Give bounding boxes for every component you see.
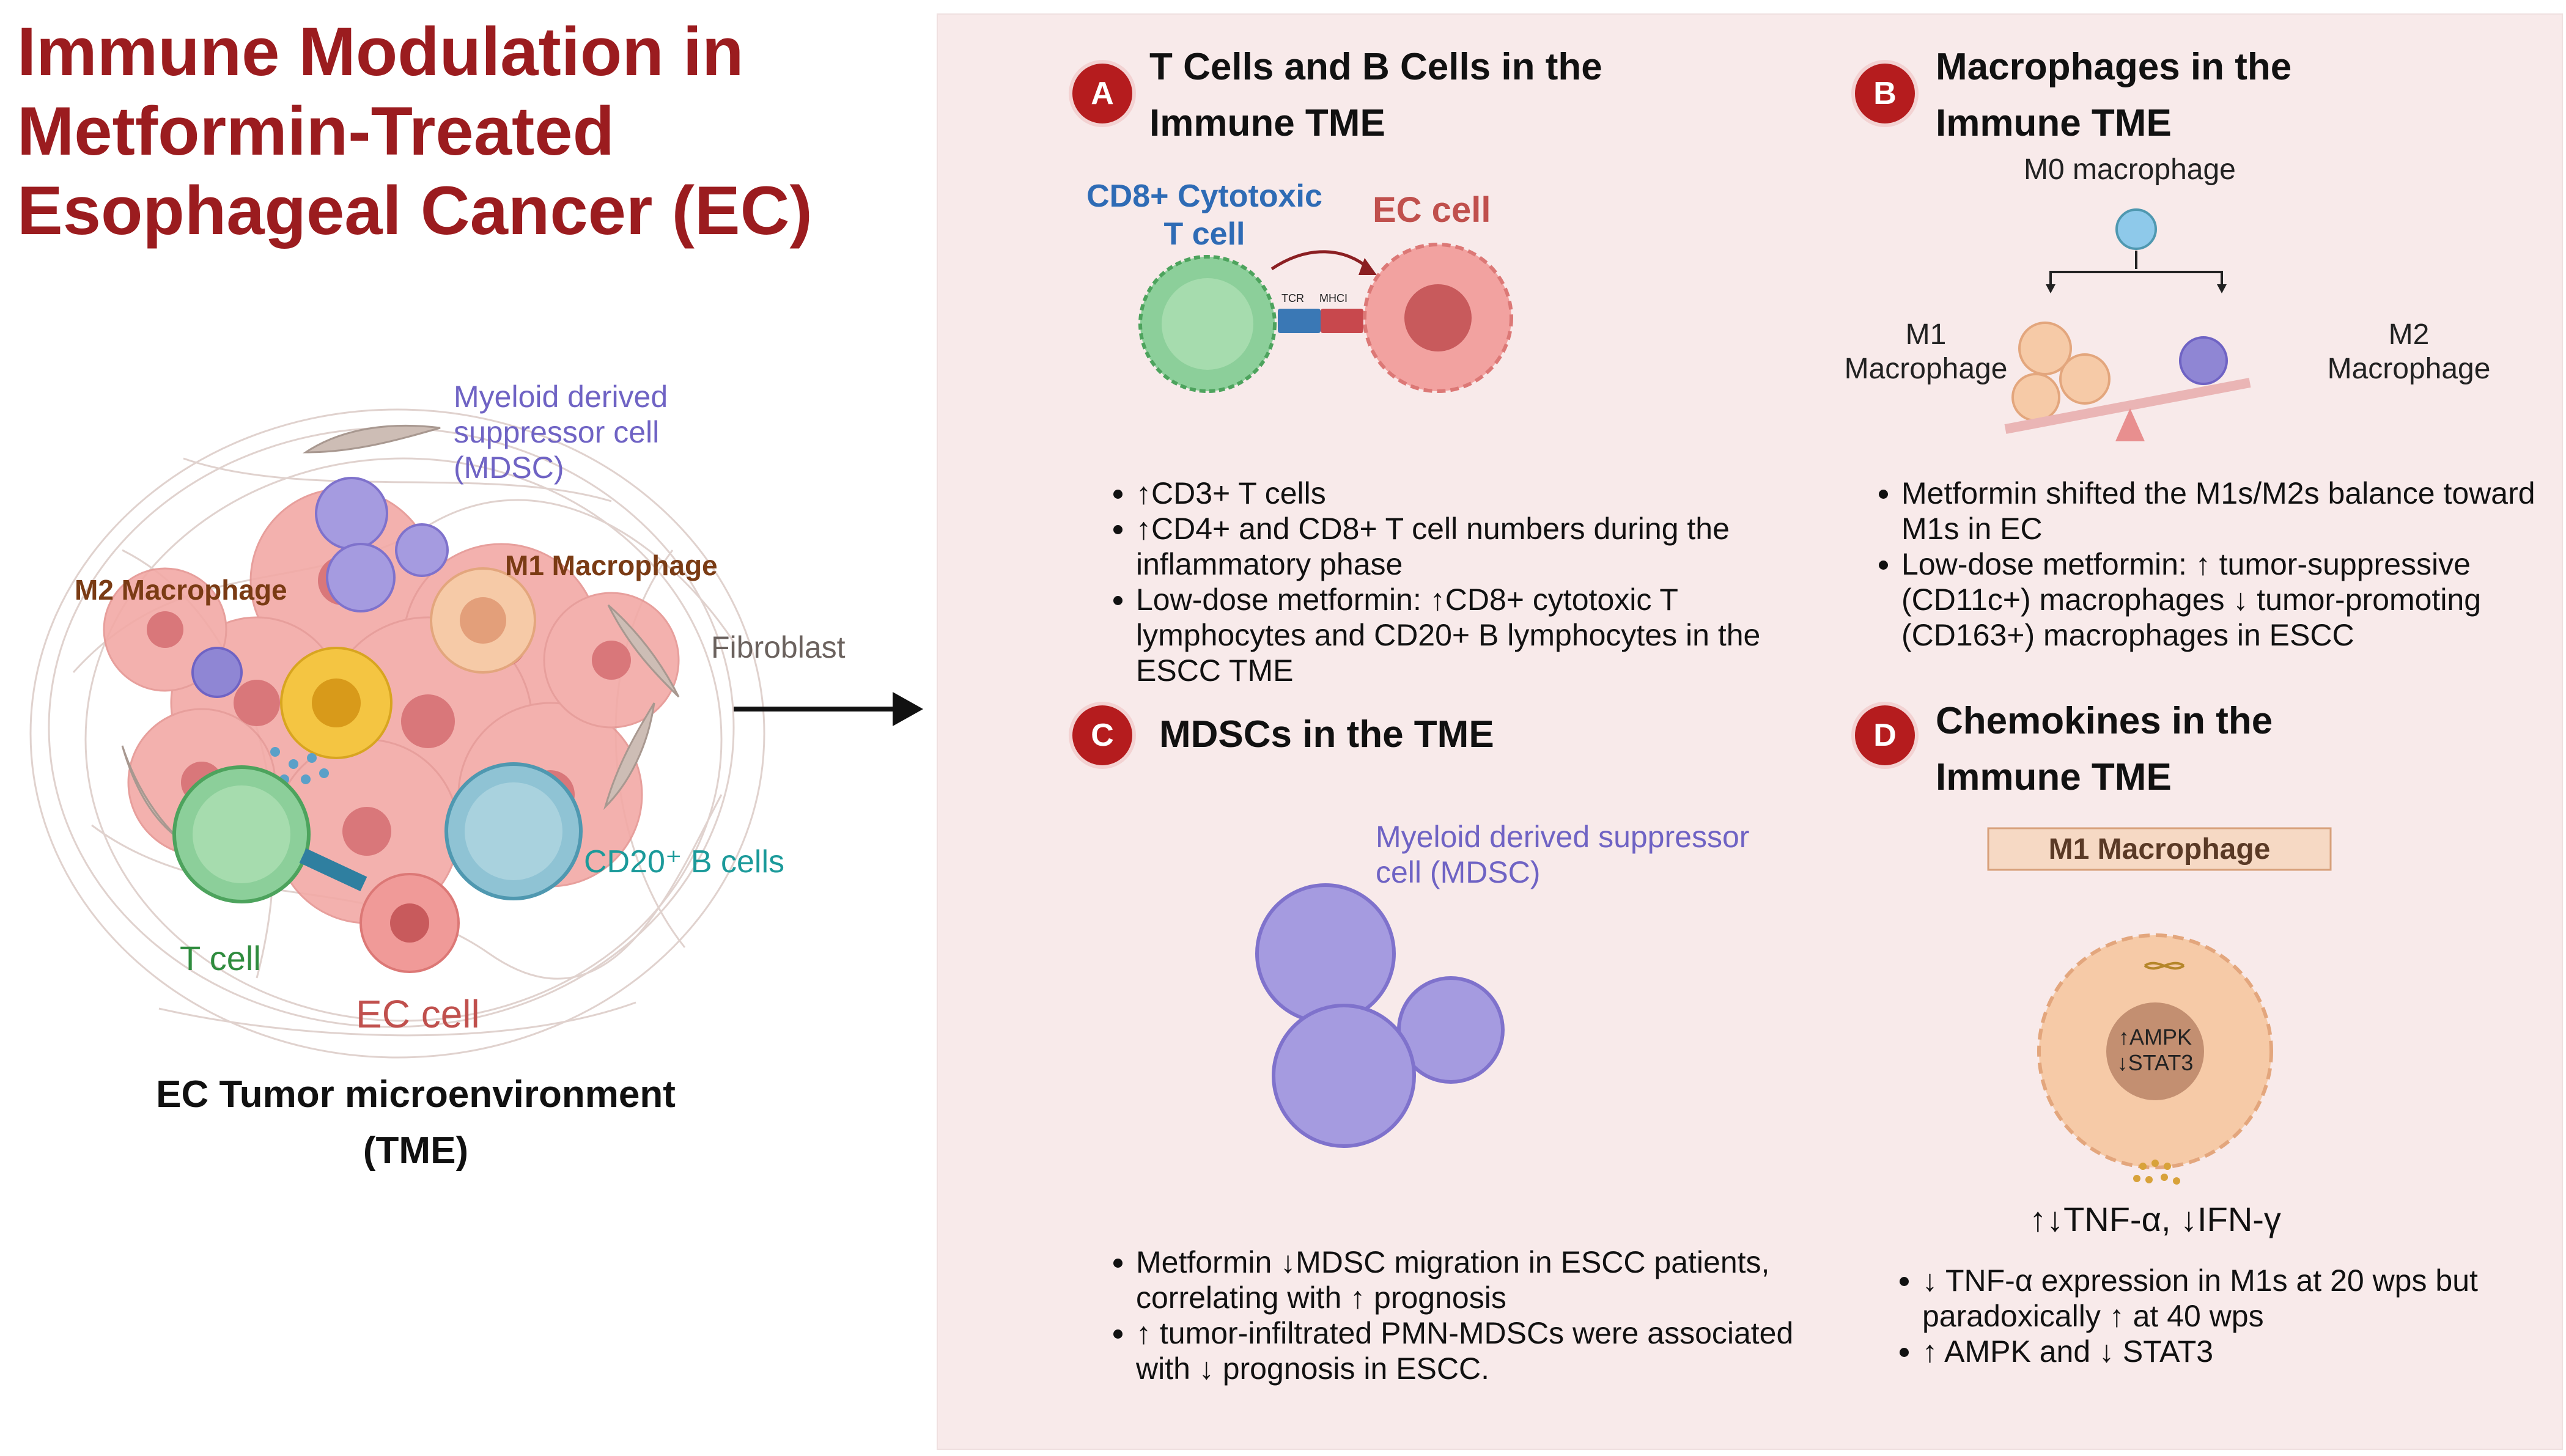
tme-illustration bbox=[29, 408, 923, 1059]
badge-b: B bbox=[1851, 60, 1919, 127]
section-a-bullets: ↑CD3+ T cells ↑CD4+ and CD8+ T cell numb… bbox=[1101, 476, 1808, 688]
section-d-bullet: ↑ AMPK and ↓ STAT3 bbox=[1922, 1334, 2566, 1369]
section-c-bullets: Metformin ↓MDSC migration in ESCC patien… bbox=[1101, 1245, 1796, 1386]
section-c-bullet: ↑ tumor-infiltrated PMN-MDSCs were assoc… bbox=[1136, 1315, 1796, 1386]
m2-macrophage-label: M2 Macrophage bbox=[75, 574, 287, 606]
fibroblast-label: Fibroblast bbox=[711, 630, 846, 664]
section-d-title: Chemokines in the Immune TME bbox=[1936, 700, 2273, 798]
badge-d: D bbox=[1851, 702, 1919, 769]
badge-a: A bbox=[1069, 60, 1136, 127]
section-b-m1-label: M1 Macrophage bbox=[1844, 318, 2008, 385]
section-c-mdsc-label: Myeloid derived suppressor cell (MDSC) bbox=[1376, 820, 1750, 889]
cd8-label: CD8+ Cytotoxic T cell bbox=[1086, 178, 1322, 252]
section-d-illustration bbox=[1987, 827, 2332, 1185]
section-a-illustration bbox=[1138, 243, 1513, 393]
section-d-box-label: M1 Macrophage bbox=[2048, 833, 2271, 866]
section-c-bullet: Metformin ↓MDSC migration in ESCC patien… bbox=[1136, 1245, 1796, 1315]
section-b-bullet: Metformin shifted the M1s/M2s balance to… bbox=[1901, 476, 2566, 546]
section-b-m2-label: M2 Macrophage bbox=[2327, 318, 2491, 385]
balance-beam bbox=[2004, 378, 2251, 434]
section-d-bullet: ↓ TNF-α expression in M1s at 20 wps but … bbox=[1922, 1263, 2566, 1334]
b-cell-label: CD20⁺ B cells bbox=[584, 844, 784, 880]
tcr-receptor bbox=[1278, 309, 1321, 333]
m2-macrophage-cell-b bbox=[2179, 336, 2228, 385]
m1-macrophage-label: M1 Macrophage bbox=[505, 550, 718, 581]
mhci-label: MHCI bbox=[1319, 292, 1348, 304]
m1-box bbox=[1987, 827, 2332, 871]
mdsc-label: Myeloid derived suppressor cell (MDSC) bbox=[454, 380, 668, 485]
mhci-receptor bbox=[1321, 309, 1363, 333]
findings-panel bbox=[937, 13, 2563, 1450]
macrophage-nucleus bbox=[2106, 1002, 2204, 1100]
section-a-bullet: ↑CD3+ T cells bbox=[1136, 476, 1808, 511]
section-a-title: T Cells and B Cells in the Immune TME bbox=[1149, 46, 1602, 144]
mdsc-cells bbox=[315, 477, 449, 612]
section-a-bullet: ↑CD4+ and CD8+ T cell numbers during the… bbox=[1136, 511, 1808, 582]
secreted-cytokines bbox=[2133, 1160, 2180, 1185]
m0-macrophage-cell bbox=[2115, 208, 2157, 250]
tme-caption: EC Tumor microenvironment (TME) bbox=[156, 1073, 676, 1172]
m2-macrophage-cell bbox=[191, 647, 243, 698]
nucleus-ampk: ↑AMPK bbox=[2118, 1024, 2192, 1050]
t-cell-label: T cell bbox=[180, 939, 261, 977]
nucleus-stat3: ↓STAT3 bbox=[2117, 1050, 2194, 1075]
balance-fulcrum bbox=[2115, 408, 2145, 441]
section-b-title: Macrophages in the Immune TME bbox=[1936, 46, 2292, 144]
figure-title: Immune Modulation in Metformin-Treated E… bbox=[17, 13, 813, 249]
divergence-arrows bbox=[2049, 251, 2223, 287]
interaction-arrow bbox=[1270, 250, 1371, 271]
section-a-ec-label: EC cell bbox=[1373, 190, 1491, 230]
section-d-bullets: ↓ TNF-α expression in M1s at 20 wps but … bbox=[1887, 1263, 2566, 1369]
section-b-illustration bbox=[2004, 208, 2251, 441]
section-b-bullets: Metformin shifted the M1s/M2s balance to… bbox=[1866, 476, 2566, 653]
section-c-illustration bbox=[1255, 883, 1505, 1148]
fibroblast-cells bbox=[121, 424, 680, 839]
section-a-bullet: Low-dose metformin: ↑CD8+ cytotoxic T ly… bbox=[1136, 582, 1808, 688]
section-b-bullet: Low-dose metformin: ↑ tumor-suppressive … bbox=[1901, 546, 2566, 653]
section-c-title: MDSCs in the TME bbox=[1159, 713, 1494, 756]
tcr-mhc-bridge bbox=[299, 848, 367, 892]
tcr-label: TCR bbox=[1281, 292, 1304, 304]
cytokine-label: ↑↓TNF-α, ↓IFN-γ bbox=[2029, 1200, 2281, 1238]
m1-macrophage-cluster bbox=[2011, 322, 2111, 422]
m0-macrophage-label: M0 macrophage bbox=[2024, 153, 2236, 186]
ec-cell-label: EC cell bbox=[356, 992, 480, 1036]
badge-c: C bbox=[1069, 702, 1136, 769]
